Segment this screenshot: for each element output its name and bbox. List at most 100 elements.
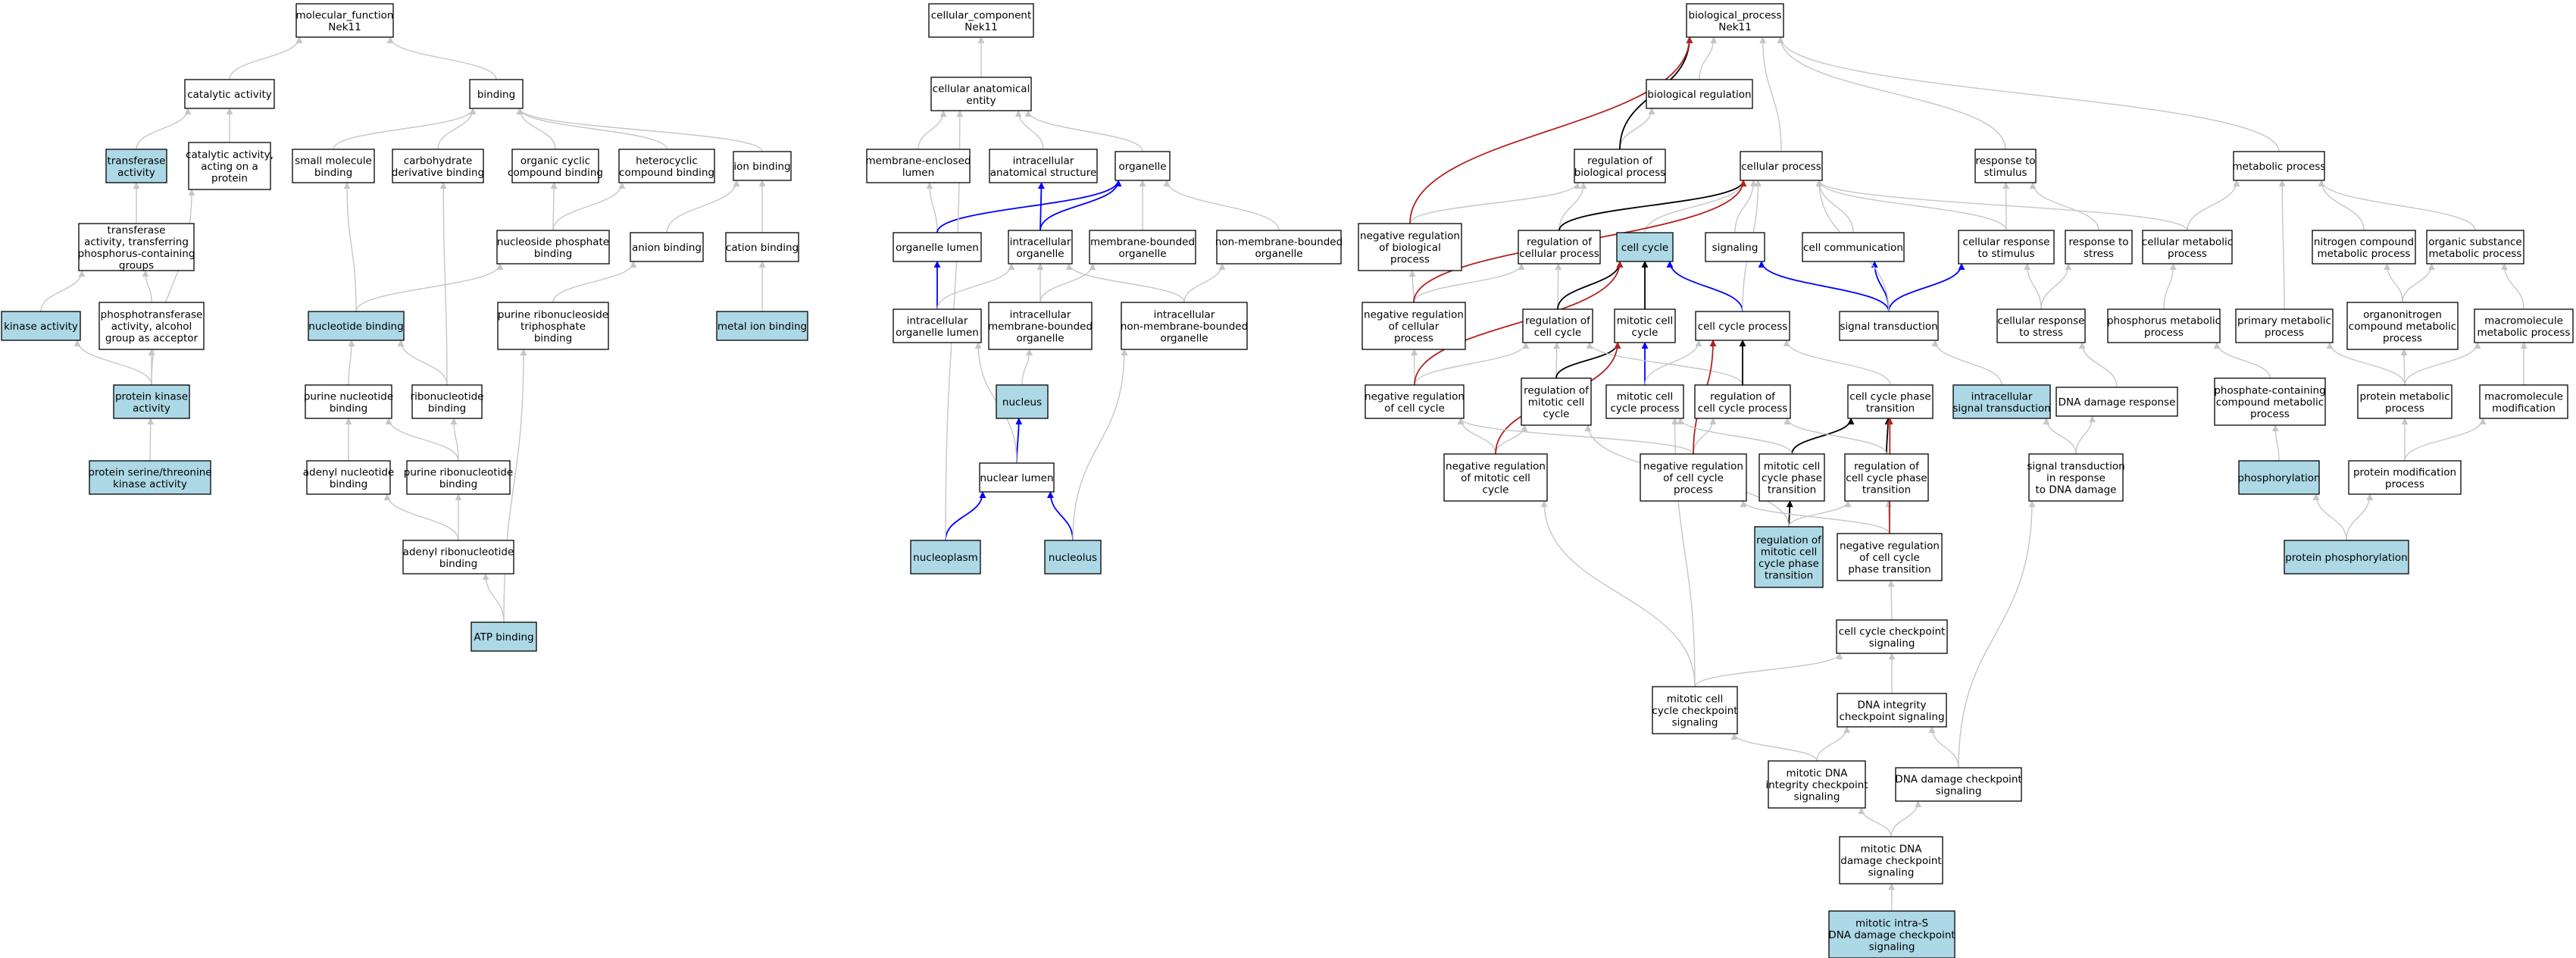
go-term-protphos[interactable]: protein phosphorylation (2284, 540, 2409, 574)
go-term-nucbind[interactable]: nucleotide binding (308, 311, 405, 341)
go-term-ionb[interactable]: ion binding (733, 151, 792, 181)
go-term-sigtrans[interactable]: signal transduction (1839, 311, 1939, 341)
go-term-nuclum[interactable]: nuclear lumen (979, 462, 1055, 493)
go-term-ccproc[interactable]: cell cycle process (1695, 311, 1790, 341)
go-term-nucleolus[interactable]: nucleolus (1044, 540, 1102, 574)
term-label-line: metabolic process (2233, 161, 2326, 173)
go-term-inmborg[interactable]: intracellularnon-membrane-boundedorganel… (1121, 302, 1248, 350)
go-term-dnadam[interactable]: DNA damage response (2055, 387, 2178, 417)
go-term-org[interactable]: organelle (1114, 151, 1171, 181)
go-term-cellproc[interactable]: cellular process (1740, 151, 1823, 181)
term-label-line: transition (1866, 402, 1915, 415)
go-term-atp[interactable]: ATP binding (470, 621, 537, 652)
go-term-signaling[interactable]: signaling (1705, 232, 1765, 262)
go-term-cellcomm[interactable]: cell communication (1802, 232, 1905, 262)
go-term-anion[interactable]: anion binding (630, 232, 704, 262)
go-term-phosph[interactable]: phosphorylation (2237, 460, 2321, 495)
go-term-cat[interactable]: catalytic activity (184, 79, 275, 109)
go-term-metab[interactable]: metabolic process (2233, 151, 2326, 181)
go-term-cellcycle[interactable]: cell cycle (1616, 232, 1674, 262)
go-term-bind[interactable]: binding (469, 79, 524, 109)
go-term-orglum[interactable]: organelle lumen (893, 232, 982, 262)
go-term-kinase[interactable]: kinase activity (1, 311, 81, 341)
go-term-breg[interactable]: biological regulation (1646, 79, 1753, 109)
term-box (910, 540, 981, 574)
go-term-nucplasm[interactable]: nucleoplasm (910, 540, 981, 574)
term-label-line: nucleoplasm (913, 552, 978, 564)
go-term-cation[interactable]: cation binding (725, 232, 799, 262)
go-term-metal[interactable]: metal ion binding (716, 311, 808, 341)
go-term-nucleus[interactable]: nucleus (996, 384, 1049, 419)
